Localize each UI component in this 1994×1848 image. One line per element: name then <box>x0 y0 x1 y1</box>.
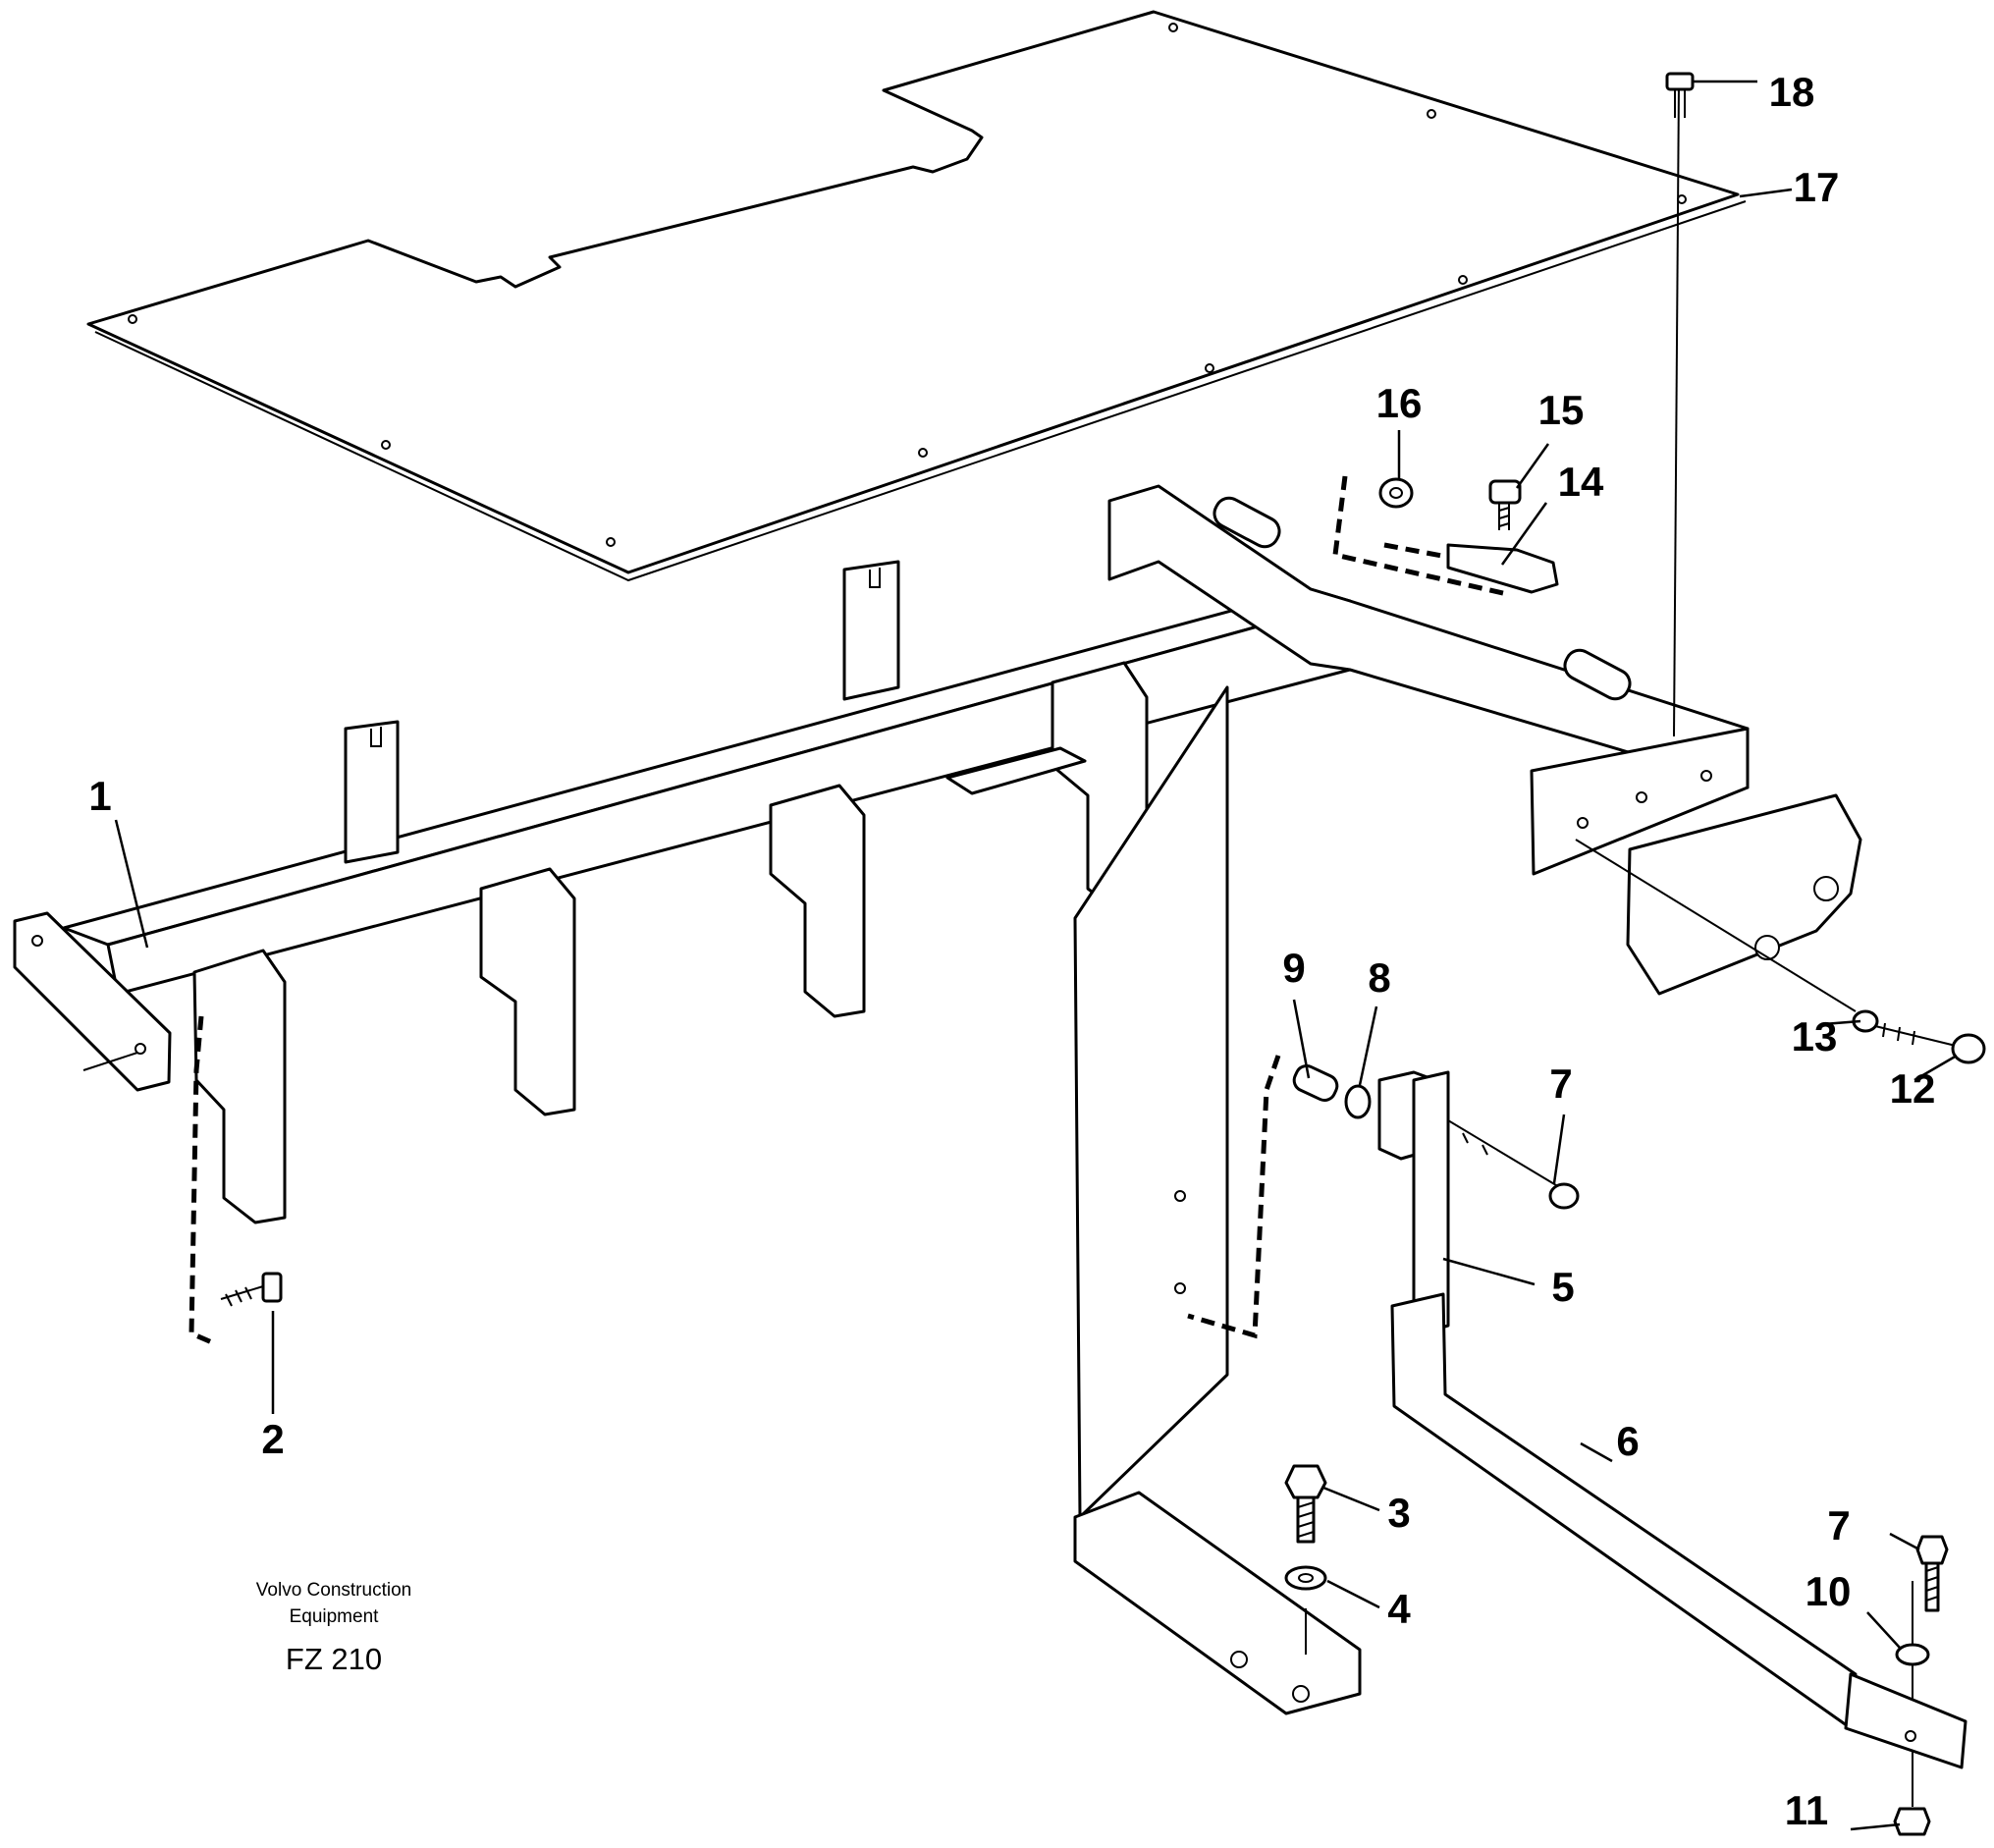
nut-11 <box>1893 1807 1931 1836</box>
callout-14: 14 <box>1558 459 1604 505</box>
brand-line-2: Equipment <box>290 1606 380 1627</box>
callout-1: 1 <box>88 773 111 819</box>
bolt-7-lower <box>1915 1535 1949 1612</box>
callout-4: 4 <box>1387 1586 1411 1632</box>
callout-labels: 1 2 3 4 5 6 7 7 8 9 10 11 12 13 14 15 16… <box>88 69 1935 1833</box>
callout-15: 15 <box>1538 387 1585 433</box>
callout-13: 13 <box>1792 1013 1838 1060</box>
washer-8 <box>1344 1084 1372 1119</box>
callout-11: 11 <box>1785 1787 1828 1833</box>
callout-8: 8 <box>1368 954 1390 1001</box>
callout-3: 3 <box>1387 1490 1410 1536</box>
callout-18: 18 <box>1769 69 1815 115</box>
figure-code: FZ 210 <box>286 1642 382 1676</box>
callout-7-lower: 7 <box>1827 1502 1850 1549</box>
leader-lines <box>114 80 1958 1831</box>
sleeve-9 <box>1292 1064 1339 1102</box>
bolt-15 <box>1488 479 1522 530</box>
brand-line-1: Volvo Construction <box>256 1580 411 1601</box>
callout-6: 6 <box>1616 1418 1639 1464</box>
callout-5: 5 <box>1551 1264 1574 1310</box>
callout-7-upper: 7 <box>1549 1060 1572 1107</box>
clip-14 <box>1446 543 1559 594</box>
figure-caption: Volvo Construction Equipment FZ 210 <box>256 1580 411 1676</box>
support-stay <box>1390 1070 1967 1769</box>
callout-16: 16 <box>1376 380 1423 426</box>
assembly-lines <box>189 82 1913 1807</box>
bolt-3 <box>1284 1464 1327 1544</box>
washer-10 <box>1895 1643 1930 1666</box>
hardware <box>220 72 1986 1836</box>
callout-17: 17 <box>1794 164 1840 210</box>
callout-2: 2 <box>261 1416 284 1462</box>
bolt-2 <box>220 1272 283 1307</box>
callout-9: 9 <box>1282 945 1305 991</box>
callout-12: 12 <box>1890 1065 1936 1112</box>
bolt-12 <box>1874 1022 1986 1064</box>
bolt-18 <box>1665 72 1695 118</box>
main-frame <box>13 484 1862 1715</box>
callout-10: 10 <box>1805 1568 1852 1614</box>
